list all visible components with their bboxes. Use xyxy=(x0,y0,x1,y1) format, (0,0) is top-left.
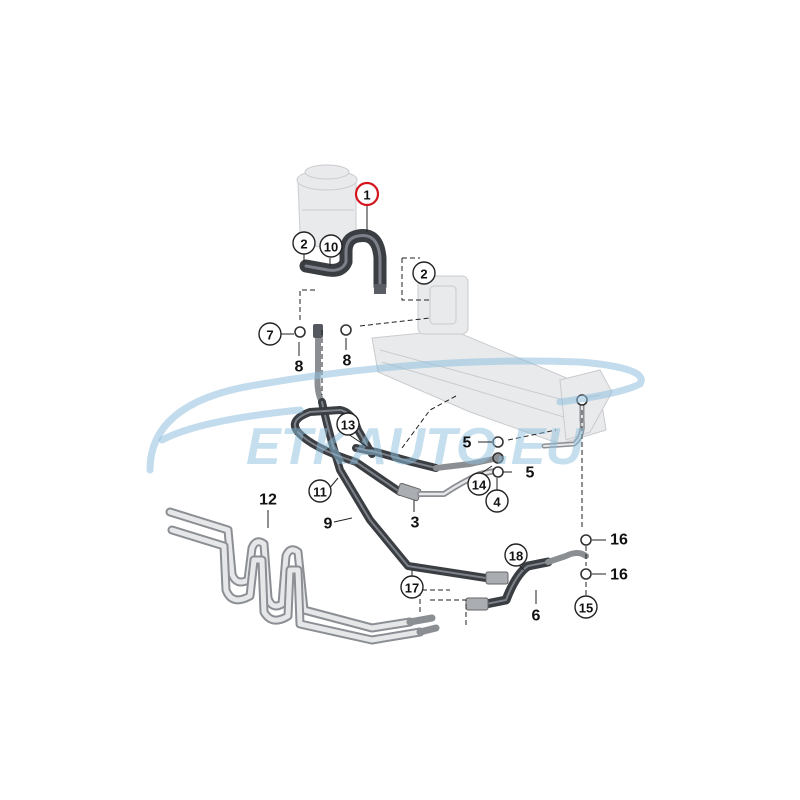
callout-14-label: 14 xyxy=(472,478,487,493)
callout-2-right: 2 xyxy=(412,261,436,285)
label-5-top: 5 xyxy=(463,435,472,452)
callout-15-label: 15 xyxy=(579,601,593,616)
label-5-bottom: 5 xyxy=(526,465,535,482)
leader-lines xyxy=(267,205,606,604)
callout-15: 15 xyxy=(574,595,598,619)
callout-11-label: 11 xyxy=(313,485,327,500)
label-8-left: 8 xyxy=(295,359,304,376)
callout-10: 10 xyxy=(319,234,343,258)
callout-4-label: 4 xyxy=(493,495,501,510)
return-hose-11 xyxy=(291,406,440,502)
callout-4: 4 xyxy=(485,489,509,513)
watermark-text: ETKAUTO.EU xyxy=(246,418,585,476)
callout-13-label: 13 xyxy=(341,418,355,433)
cooler-pipe-12 xyxy=(165,507,440,645)
label-9: 9 xyxy=(324,516,333,533)
label-16-top: 16 xyxy=(610,532,628,549)
label-8-right: 8 xyxy=(343,353,352,370)
callout-10-label: 10 xyxy=(324,240,338,255)
callout-2-top-label: 2 xyxy=(300,237,307,252)
callout-2-top: 2 xyxy=(292,231,316,255)
callout-7: 7 xyxy=(258,322,282,346)
hose-6 xyxy=(465,550,589,611)
callout-1: 1 xyxy=(354,181,380,207)
watermark: ETKAUTO.EU xyxy=(146,357,645,476)
callout-14: 14 xyxy=(467,472,491,496)
suction-hose-1 xyxy=(299,228,387,294)
callout-17-label: 17 xyxy=(405,581,419,596)
callout-1-label: 1 xyxy=(363,188,370,203)
callout-17: 17 xyxy=(400,575,424,599)
dashed-guides xyxy=(299,257,587,628)
callout-13: 13 xyxy=(336,412,360,436)
callout-18: 18 xyxy=(504,543,528,567)
label-3: 3 xyxy=(411,515,420,532)
callout-11: 11 xyxy=(308,479,332,503)
label-6: 6 xyxy=(532,608,541,625)
label-16-bottom: 16 xyxy=(610,567,628,584)
callout-2-right-label: 2 xyxy=(420,267,427,282)
reservoir-ghost xyxy=(296,164,358,249)
label-12: 12 xyxy=(259,492,277,509)
callout-18-label: 18 xyxy=(509,549,523,564)
callout-7-label: 7 xyxy=(266,328,273,343)
